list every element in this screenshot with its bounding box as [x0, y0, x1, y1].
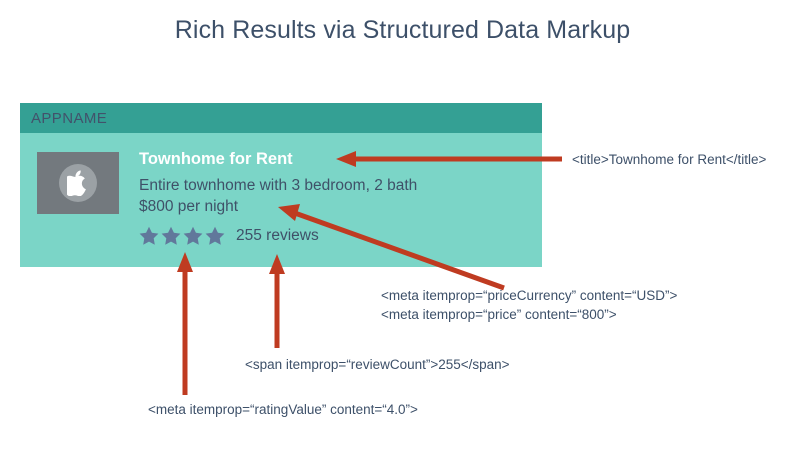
star-icon [139, 226, 159, 245]
review-count-annotation-label: <span itemprop=“reviewCount”>255</span> [245, 357, 510, 372]
price-annotation-line-1: <meta itemprop=“priceCurrency” content=“… [381, 288, 678, 303]
app-name-label: APPNAME [31, 109, 108, 127]
card-body: Townhome for Rent Entire townhome with 3… [20, 133, 542, 245]
listing-text-block: Townhome for Rent Entire townhome with 3… [139, 150, 542, 245]
listing-thumbnail [37, 152, 119, 214]
star-icon [205, 226, 225, 245]
price-annotation-line-2: <meta itemprop=“price” content=“800”> [381, 307, 617, 322]
price-annotation-label: <meta itemprop=“priceCurrency” content=“… [381, 286, 677, 324]
listing-description-line-1: Entire townhome with 3 bedroom, 2 bath [139, 177, 418, 194]
apple-logo-icon [67, 170, 86, 196]
listing-title: Townhome for Rent [139, 150, 293, 168]
rating-value-annotation-label: <meta itemprop=“ratingValue” content=“4.… [148, 402, 418, 417]
review-count-arrow [269, 254, 285, 348]
rating-value-arrow [177, 252, 193, 395]
rich-result-card: APPNAME Townhome for Rent Entire townhom… [20, 103, 542, 267]
listing-description-line-2: $800 per night [139, 198, 239, 215]
review-count-label: 255 reviews [236, 226, 319, 244]
star-rating [139, 226, 225, 245]
card-header: APPNAME [20, 103, 542, 133]
page-title: Rich Results via Structured Data Markup [174, 16, 631, 44]
rating-row: 255 reviews [139, 226, 542, 245]
title-annotation-label: <title>Townhome for Rent</title> [572, 152, 767, 167]
star-icon [161, 226, 181, 245]
star-icon [183, 226, 203, 245]
